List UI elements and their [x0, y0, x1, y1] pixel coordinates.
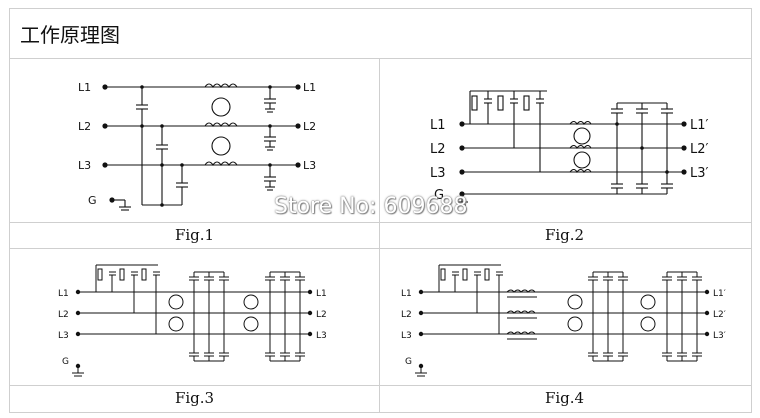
- fig3-caption: Fig.3: [174, 389, 215, 407]
- fig2-label-left-1: L1: [430, 118, 446, 133]
- fig4-label-left-3: L3: [401, 331, 412, 341]
- fig4-diagram: L1 L2 L3 L1′ L2′ L3′ G: [401, 264, 726, 377]
- store-watermark: Store No: 609688: [274, 194, 468, 219]
- fig4-label-ground: G: [405, 357, 412, 367]
- schematic-frame: 工作原理图: [9, 8, 752, 413]
- fig1-label-left-3: L3: [78, 159, 91, 172]
- grid-divider-vertical: [379, 59, 380, 412]
- fig3-label-left-3: L3: [58, 331, 69, 341]
- fig2-label-right-1: L1′: [690, 118, 709, 133]
- fig2-label-right-3: L3′: [690, 166, 709, 181]
- fig1-label-ground: G: [88, 194, 97, 207]
- fig3-label-right-2: L2: [316, 310, 327, 320]
- fig1-label-right-3: L3: [303, 159, 316, 172]
- title-bar: 工作原理图: [10, 9, 751, 59]
- caption-divider-bottom: [10, 385, 751, 386]
- fig1-label-left-2: L2: [78, 120, 91, 133]
- fig1-label-right-2: L2: [303, 120, 316, 133]
- fig2-label-ground: G: [434, 188, 444, 203]
- fig3-label-ground: G: [62, 357, 69, 367]
- fig4-caption: Fig.4: [544, 389, 585, 407]
- fig4-label-right-1: L1′: [713, 289, 726, 299]
- caption-row-top: Fig.1 Fig.2: [10, 223, 751, 247]
- caption-divider-top: [10, 222, 751, 223]
- fig3-diagram: L1 L2 L3 L1 L2 L3 G: [58, 264, 327, 377]
- fig3-label-right-1: L1: [316, 289, 327, 299]
- fig2-label-right-2: L2′: [690, 142, 709, 157]
- fig4-label-left-2: L2: [401, 310, 412, 320]
- fig4-label-right-3: L3′: [713, 331, 726, 341]
- fig2-label-left-2: L2: [430, 142, 446, 157]
- row-divider: [10, 248, 751, 249]
- caption-row-bottom: Fig.3 Fig.4: [10, 386, 751, 410]
- fig1-label-left-1: L1: [78, 81, 91, 94]
- fig3-label-left-2: L2: [58, 310, 69, 320]
- fig2-label-left-3: L3: [430, 166, 446, 181]
- fig4-label-right-2: L2′: [713, 310, 726, 320]
- fig1-caption: Fig.1: [174, 226, 215, 244]
- page-title: 工作原理图: [20, 23, 120, 47]
- fig2-diagram: L1 L2 L3 L1′ L2′ L3′ G: [430, 90, 709, 206]
- fig4-label-left-1: L1: [401, 289, 412, 299]
- fig3-label-left-1: L1: [58, 289, 69, 299]
- fig3-label-right-3: L3: [316, 331, 327, 341]
- fig1-label-right-1: L1: [303, 81, 316, 94]
- fig1-diagram: L1 L2 L3 L1 L2 L3 G: [78, 81, 316, 211]
- fig2-caption: Fig.2: [544, 226, 585, 244]
